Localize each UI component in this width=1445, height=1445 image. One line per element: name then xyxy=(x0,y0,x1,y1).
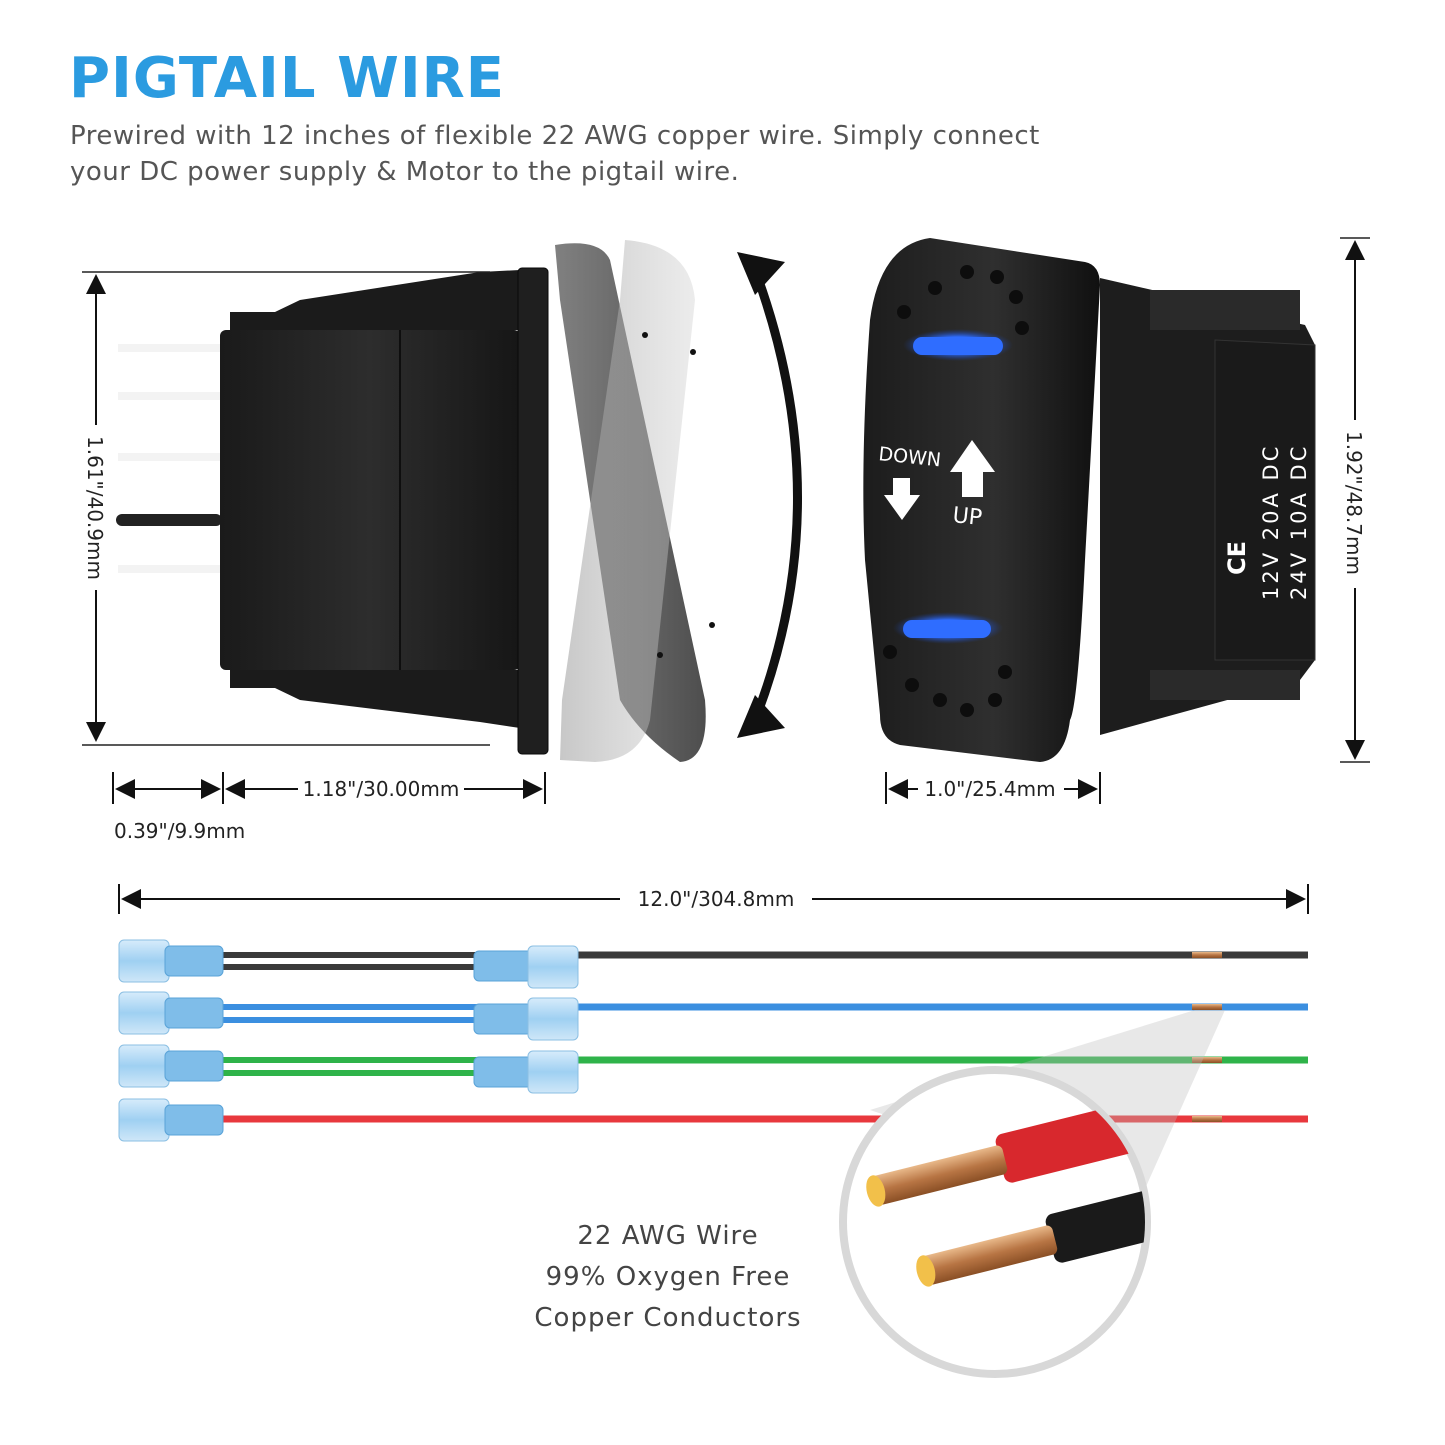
dim-pin-length-label: 0.39"/9.9mm xyxy=(114,819,245,843)
led-dots-bottom xyxy=(883,645,1012,717)
rotation-arrowhead-bottom xyxy=(737,695,785,738)
dimension-side-height: 1.61"/40.9mm xyxy=(82,271,490,746)
dim-front-width-label: 1.0"/25.4mm xyxy=(924,777,1055,801)
caption-line-3: Copper Conductors xyxy=(534,1303,801,1333)
subtitle-line-2: your DC power supply & Motor to the pigt… xyxy=(70,157,740,187)
terminal-mid-2 xyxy=(473,997,579,1041)
rating-line-1: 12V 20A DC xyxy=(1259,444,1283,600)
terminal-left-3 xyxy=(118,1044,224,1088)
wire-harness xyxy=(118,939,1308,1142)
ce-mark: CE xyxy=(1223,541,1251,575)
rocker-position-b xyxy=(560,240,695,762)
wire-closeup xyxy=(839,1066,1151,1378)
dim-side-height-label: 1.61"/40.9mm xyxy=(83,436,107,580)
dimension-front-width: 1.0"/25.4mm xyxy=(885,772,1101,804)
switch-side-view xyxy=(116,240,715,762)
caption-line-2: 99% Oxygen Free xyxy=(546,1262,791,1292)
terminal-mid-1 xyxy=(473,945,579,989)
led-indicator-top xyxy=(913,337,1003,355)
rotation-arrow xyxy=(750,268,802,722)
up-arrow-icon xyxy=(950,440,995,497)
pin-4 xyxy=(116,514,222,526)
rating-line-2: 24V 10A DC xyxy=(1287,444,1311,600)
rotation-arrowhead-top xyxy=(737,252,785,295)
led-indicator-bottom xyxy=(903,620,991,638)
switch-body xyxy=(220,330,520,670)
dim-body-length-label: 1.18"/30.00mm xyxy=(303,777,460,801)
terminal-left-1 xyxy=(118,939,224,983)
dim-wire-length-label: 12.0"/304.8mm xyxy=(638,887,795,911)
pin-5 xyxy=(118,565,220,573)
page-subtitle: Prewired with 12 inches of flexible 22 A… xyxy=(70,118,1170,190)
pin-1 xyxy=(118,344,220,352)
closeup-black-insulation xyxy=(1045,1178,1145,1263)
page-title: PIGTAIL WIRE xyxy=(69,46,506,111)
up-label: UP xyxy=(951,503,983,531)
caption-line-1: 22 AWG Wire xyxy=(577,1221,758,1251)
closeup-red-conductor xyxy=(871,1145,1008,1205)
subtitle-line-1: Prewired with 12 inches of flexible 22 A… xyxy=(70,121,1040,151)
terminal-left-2 xyxy=(118,991,224,1035)
pin-2 xyxy=(118,392,220,400)
closeup-black-conductor xyxy=(921,1225,1058,1285)
dimension-pin-length: 0.39"/9.9mm xyxy=(112,772,245,843)
dim-front-height-label: 1.92"/48.7mm xyxy=(1342,431,1366,575)
terminal-left-4 xyxy=(118,1098,224,1142)
switch-front-view: DOWN UP CE 12V 20A DC 24V 10A DC xyxy=(863,238,1316,762)
down-arrow-icon xyxy=(884,478,920,520)
dimension-body-length: 1.18"/30.00mm xyxy=(225,772,546,804)
dimension-wire-length: 12.0"/304.8mm xyxy=(118,884,1309,914)
led-dots-top xyxy=(897,265,1029,335)
pin-3 xyxy=(118,453,220,461)
switch-bezel xyxy=(517,267,549,755)
terminal-mid-3 xyxy=(473,1050,579,1094)
dimension-front-height: 1.92"/48.7mm xyxy=(1340,237,1370,763)
